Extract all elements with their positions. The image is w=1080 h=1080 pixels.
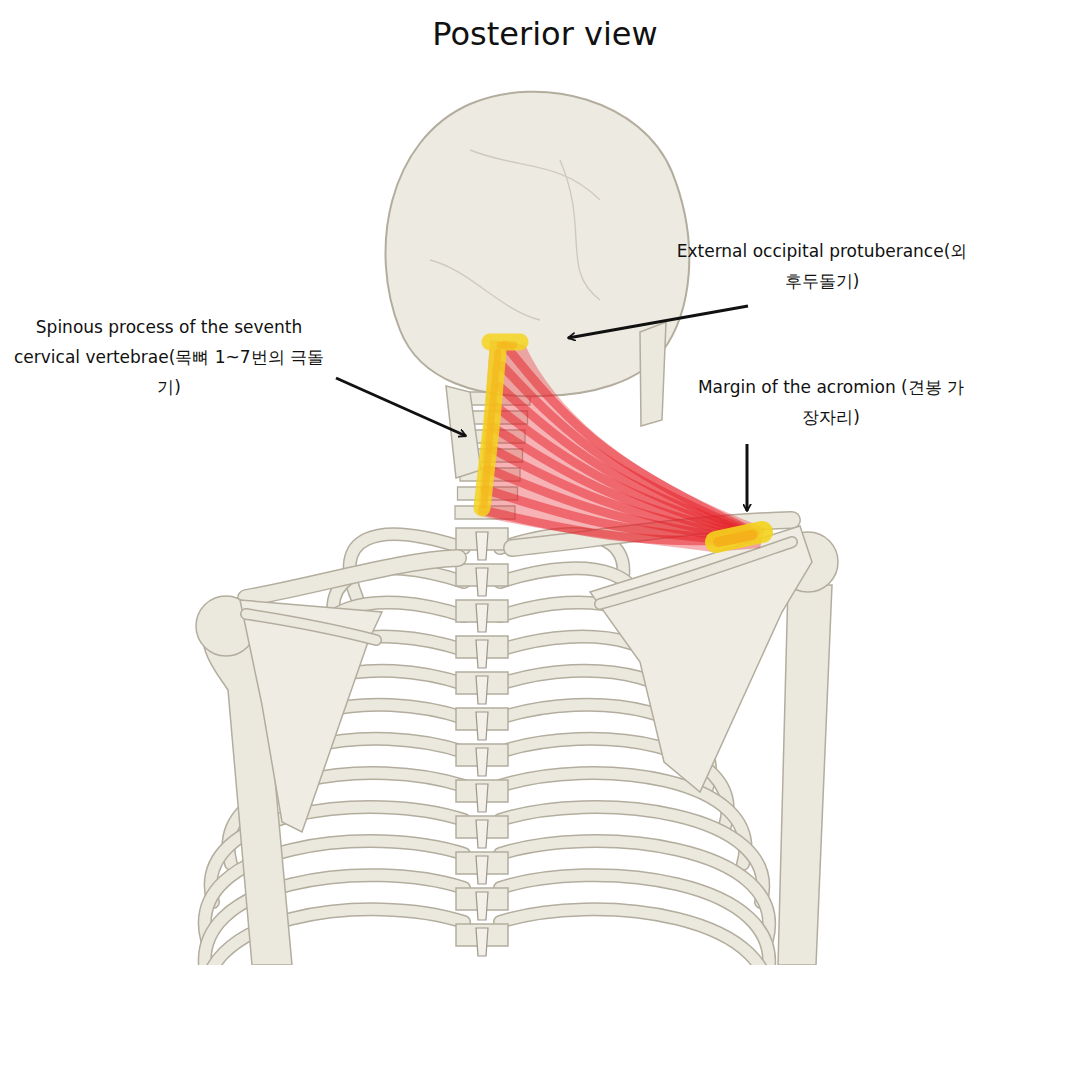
- rib-outline: [500, 807, 763, 902]
- leader-line: [336, 378, 466, 436]
- clavicle-outline: [246, 558, 458, 598]
- rib-outline: [205, 875, 464, 965]
- humerus: [778, 585, 832, 965]
- rib: [500, 841, 769, 940]
- insertion-highlight: [716, 532, 762, 542]
- scapular-spine: [246, 614, 376, 640]
- spinous-process: [476, 640, 488, 668]
- origin-highlight: [482, 342, 520, 508]
- spinous-process: [476, 892, 488, 920]
- label-box: Margin of the acromion (견봉 가장자리): [690, 372, 972, 432]
- rib: [500, 909, 769, 965]
- scapula: [590, 526, 812, 792]
- clavicle: [246, 558, 458, 598]
- scapular-spine-outline: [246, 614, 376, 640]
- anatomy-label: Spinous process of the seventh cervical …: [8, 312, 330, 402]
- spinous-process: [476, 748, 488, 776]
- spinous-process: [476, 532, 488, 560]
- insertion-highlight-core: [718, 535, 752, 542]
- skull-suture: [430, 150, 600, 320]
- label-box: Spinous process of the seventh cervical …: [8, 312, 330, 402]
- spinous-process: [476, 820, 488, 848]
- rib: [500, 807, 763, 902]
- mandible: [446, 386, 481, 478]
- muscle-belly: [478, 340, 765, 552]
- spinous-process: [476, 784, 488, 812]
- muscle-fiber: [482, 510, 725, 541]
- rib: [205, 909, 464, 965]
- rib-outline: [500, 875, 769, 965]
- leader-line: [568, 306, 748, 338]
- rib: [500, 875, 769, 965]
- mandible: [640, 322, 666, 426]
- scapula: [240, 600, 382, 832]
- bones: [196, 92, 838, 965]
- rib-outline: [500, 841, 769, 940]
- label-box: External occipital protuberance(외후두돌기): [676, 236, 968, 296]
- anatomy-label: External occipital protuberance(외후두돌기): [676, 236, 968, 296]
- title: Posterior view: [240, 10, 850, 58]
- leader-line: [746, 444, 749, 511]
- title-box: Posterior view: [240, 10, 850, 58]
- spinous-process: [476, 676, 488, 704]
- rib-outline: [205, 909, 464, 965]
- spinous-process: [476, 928, 488, 956]
- spinous-process: [476, 604, 488, 632]
- trapezius-muscle: [478, 340, 765, 552]
- scapular-spine: [600, 542, 792, 604]
- spinous-process: [476, 712, 488, 740]
- rib: [205, 875, 464, 965]
- rib-outline: [500, 909, 769, 965]
- anatomy-label: Margin of the acromion (견봉 가장자리): [690, 372, 972, 432]
- spinous-process: [476, 568, 488, 596]
- origin-highlight-core: [484, 345, 514, 505]
- scapular-spine-outline: [600, 542, 792, 604]
- spinous-process: [476, 856, 488, 884]
- leader-lines: [336, 306, 748, 511]
